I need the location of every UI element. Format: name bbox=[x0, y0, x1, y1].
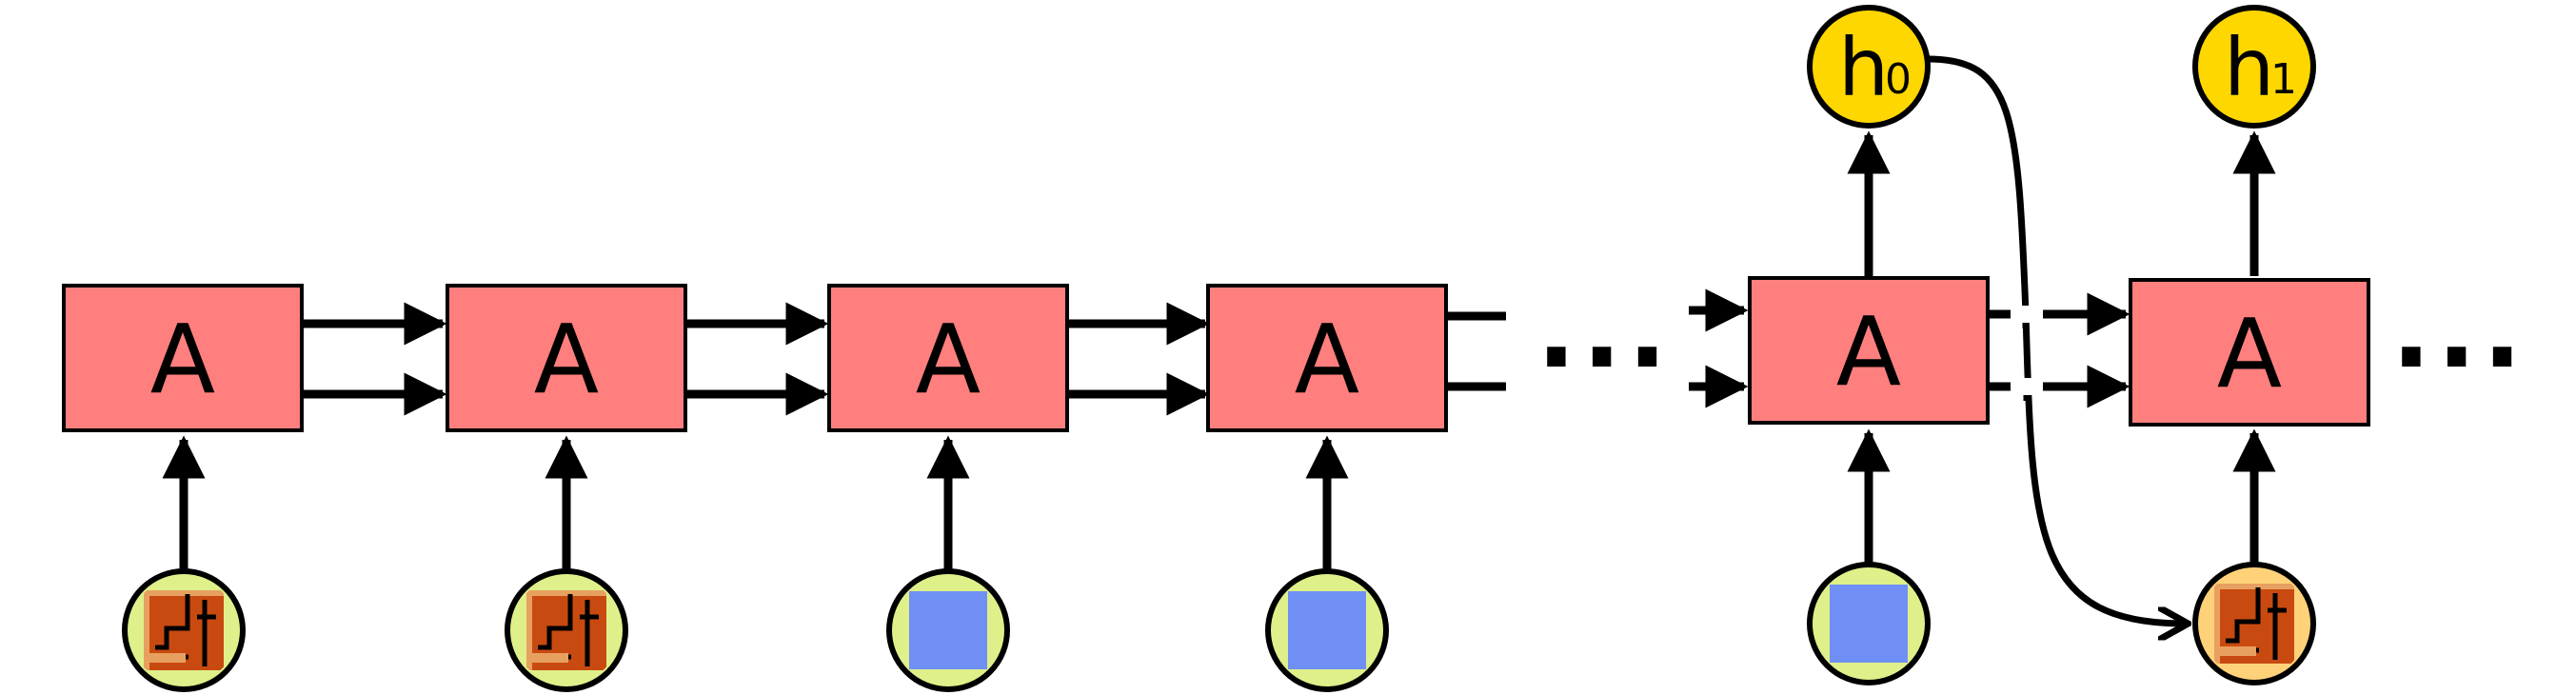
crossing-gap-top bbox=[2011, 306, 2043, 323]
brick-sprite-icon bbox=[144, 590, 224, 670]
input-node-3 bbox=[886, 568, 1010, 692]
output-node-h0: h 0 bbox=[1807, 5, 1931, 129]
rnn-cell-3: A bbox=[827, 284, 1069, 432]
cell-label: A bbox=[1295, 304, 1359, 415]
input-arrows bbox=[162, 428, 2276, 571]
output-label-h1: h bbox=[2224, 21, 2274, 114]
output-sub-h1: 1 bbox=[2270, 55, 2297, 104]
input-node-6 bbox=[2192, 562, 2316, 685]
crossing-gap-bottom bbox=[2011, 378, 2043, 395]
ellipsis-middle: ... bbox=[1536, 269, 1673, 391]
cell-label: A bbox=[1836, 296, 1901, 407]
cell-label: A bbox=[916, 304, 981, 415]
output-node-h1: h 1 bbox=[2192, 5, 2316, 129]
recurrent-arrows bbox=[301, 288, 2130, 416]
blue-square-icon bbox=[1830, 585, 1908, 663]
output-arrows bbox=[1847, 130, 2276, 276]
brick-sprite-icon bbox=[526, 590, 606, 670]
cell-label: A bbox=[534, 304, 599, 415]
cell-label: A bbox=[150, 304, 215, 415]
rnn-cell-4: A bbox=[1206, 284, 1448, 432]
output-sub-h0: 0 bbox=[1885, 55, 1912, 104]
blue-square-icon bbox=[909, 591, 987, 669]
rnn-cell-6: A bbox=[2129, 278, 2370, 427]
feedback-curve bbox=[1927, 55, 2185, 624]
rnn-cell-5: A bbox=[1748, 276, 1990, 425]
ellipsis-right: ... bbox=[2391, 269, 2527, 391]
input-node-4 bbox=[1265, 568, 1389, 692]
cell-label: A bbox=[2217, 298, 2282, 409]
brick-sprite-icon bbox=[2214, 584, 2294, 664]
input-node-5 bbox=[1807, 562, 1931, 685]
rnn-cell-2: A bbox=[446, 284, 687, 432]
output-label-h0: h bbox=[1838, 21, 1889, 114]
input-node-1 bbox=[122, 568, 246, 692]
input-node-2 bbox=[505, 568, 628, 692]
blue-square-icon bbox=[1288, 591, 1366, 669]
rnn-cell-1: A bbox=[62, 284, 304, 432]
